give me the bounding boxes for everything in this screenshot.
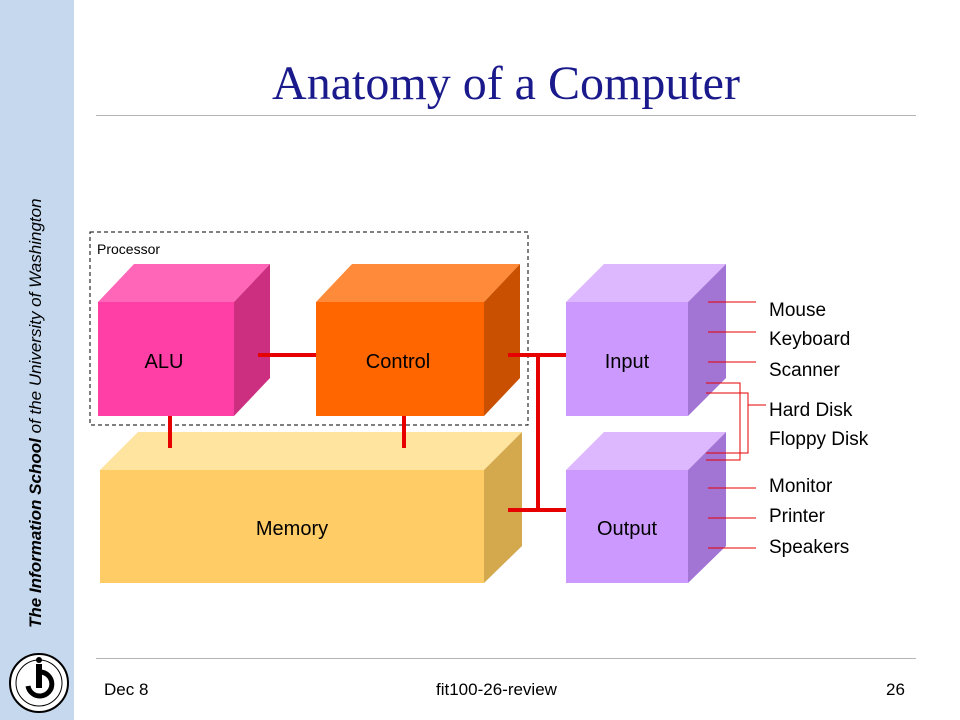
device-keyboard: Keyboard	[769, 329, 850, 350]
output-block	[566, 432, 726, 583]
alu-block	[98, 264, 270, 416]
footer-date: Dec 8	[104, 680, 149, 699]
output-label: Output	[597, 518, 657, 540]
device-mouse: Mouse	[769, 300, 826, 321]
processor-label: Processor	[97, 241, 160, 257]
device-floppy-disk: Floppy Disk	[769, 429, 869, 450]
device-monitor: Monitor	[769, 476, 833, 497]
device-printer: Printer	[769, 506, 826, 527]
information-school-logo	[9, 653, 69, 713]
control-block	[316, 264, 520, 416]
footer-divider	[96, 658, 916, 659]
device-lines	[706, 301, 766, 549]
alu-label: ALU	[145, 351, 184, 373]
input-label: Input	[605, 351, 650, 373]
title-divider	[96, 115, 916, 116]
footer-page-number: 26	[886, 680, 905, 699]
processor-boundary	[89, 231, 529, 426]
device-hard-disk: Hard Disk	[769, 400, 853, 421]
input-block	[566, 264, 726, 416]
device-speakers: Speakers	[769, 537, 849, 558]
device-scanner: Scanner	[769, 360, 840, 381]
slide-title: Anatomy of a Computer	[272, 57, 740, 110]
sidebar	[0, 0, 74, 720]
memory-block	[100, 432, 522, 583]
control-label: Control	[366, 351, 430, 373]
memory-label: Memory	[256, 518, 328, 540]
footer-deck-name: fit100-26-review	[436, 680, 557, 699]
bus-connectors	[168, 353, 566, 512]
